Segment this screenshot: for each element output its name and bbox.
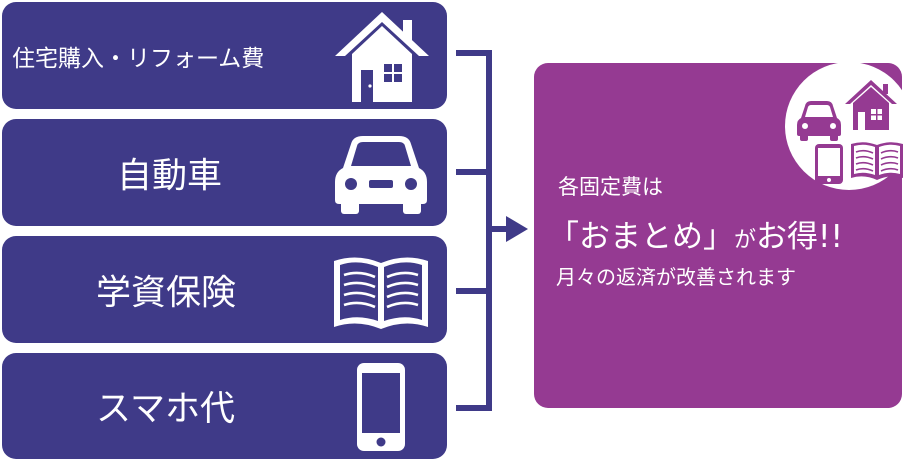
car-icon [335, 136, 427, 214]
summary-line3: 月々の返済が改善されます [556, 265, 796, 289]
summary-line2: 「おまとめ」がお得!! [548, 211, 843, 256]
item-label-car: 自動車 [117, 156, 223, 196]
house-icon [845, 80, 897, 130]
item-card-housing: 住宅購入・リフォーム費 [2, 2, 447, 109]
summary-badge [785, 62, 913, 190]
car-icon [797, 101, 841, 141]
summary-line1: 各固定費は [558, 175, 663, 199]
item-label-smartphone: スマホ代 [96, 389, 235, 430]
smartphone-icon [815, 144, 843, 184]
book-icon [851, 142, 903, 180]
house-icon [335, 12, 429, 102]
item-card-smartphone: スマホ代 [2, 353, 447, 459]
summary-highlight: 「おまとめ」 [548, 219, 734, 255]
summary-particle: が [734, 228, 757, 253]
book-icon [334, 257, 428, 329]
item-label-housing: 住宅購入・リフォーム費 [12, 45, 265, 72]
item-card-car: 自動車 [2, 119, 447, 226]
item-card-education-insurance: 学資保険 [2, 236, 447, 343]
summary-benefit: お得!! [756, 219, 843, 255]
smartphone-icon [357, 363, 405, 451]
item-label-education-insurance: 学資保険 [96, 273, 237, 313]
